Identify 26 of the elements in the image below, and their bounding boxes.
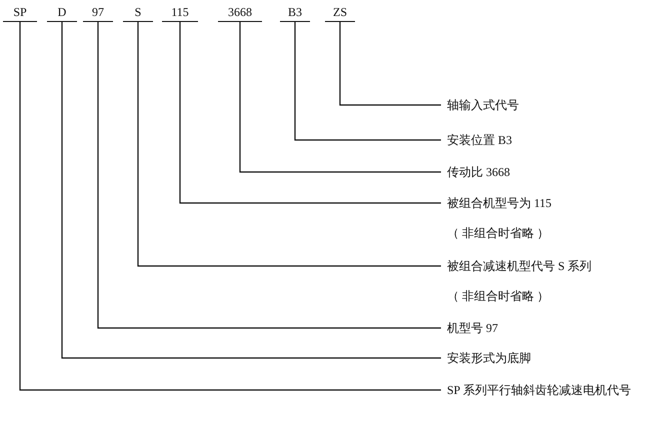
code-segment: 97	[83, 4, 113, 22]
description-text: 被组合机型号为 115	[447, 195, 552, 211]
description-text: 被组合减速机型代号 S 系列	[447, 258, 592, 274]
leader-line	[137, 22, 441, 267]
code-segment: 3668	[218, 4, 262, 22]
code-segment: SP	[3, 4, 37, 22]
leader-line	[239, 22, 441, 173]
note-text: （ 非组合时省略 ）	[447, 288, 550, 304]
code-segment: B3	[280, 4, 310, 22]
description-text: 机型号 97	[447, 320, 498, 336]
code-segment: S	[123, 4, 153, 22]
description-text: 安装形式为底脚	[447, 350, 531, 366]
description-text: SP 系列平行轴斜齿轮减速电机代号	[447, 382, 631, 398]
leader-line	[179, 22, 441, 204]
leader-line	[19, 22, 441, 391]
leader-line	[61, 22, 441, 359]
code-segment: D	[47, 4, 77, 22]
description-text: 传动比 3668	[447, 164, 510, 180]
description-text: 轴输入式代号	[447, 97, 519, 113]
leader-line	[97, 22, 441, 329]
code-segment: ZS	[325, 4, 355, 22]
leader-line	[294, 22, 441, 141]
description-text: 安装位置 B3	[447, 132, 512, 148]
note-text: （ 非组合时省略 ）	[447, 225, 550, 241]
code-segment: 115	[162, 4, 198, 22]
leader-line	[339, 22, 441, 106]
